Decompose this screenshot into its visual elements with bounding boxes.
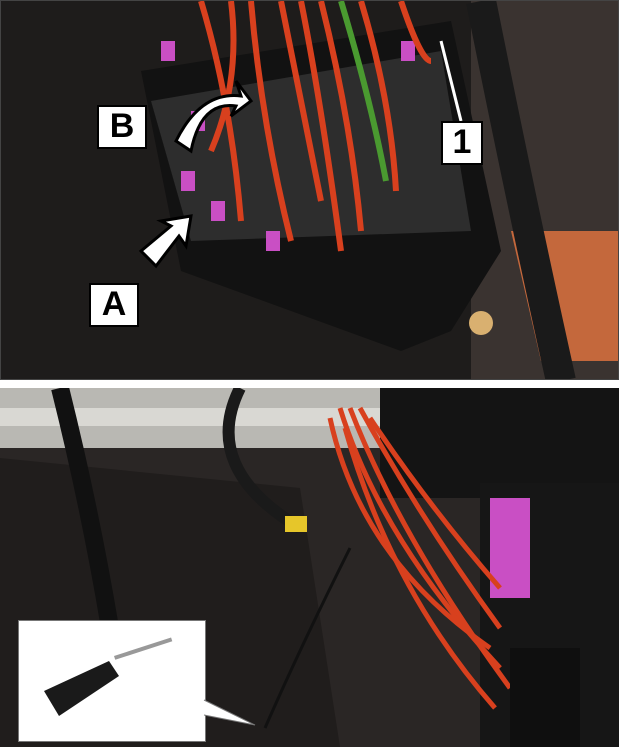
push-arrow-icon (138, 214, 193, 269)
release-tool-inset (18, 620, 206, 742)
label-1: 1 (441, 121, 483, 165)
label-a: A (89, 283, 139, 327)
fuse-box-illustration (138, 1, 618, 379)
release-tool-icon (44, 637, 173, 716)
wiring-harness-photo (0, 388, 619, 747)
rotate-arrow-icon (174, 80, 254, 154)
fuse-box-photo: B 1 A (0, 0, 619, 380)
label-b: B (97, 105, 147, 149)
